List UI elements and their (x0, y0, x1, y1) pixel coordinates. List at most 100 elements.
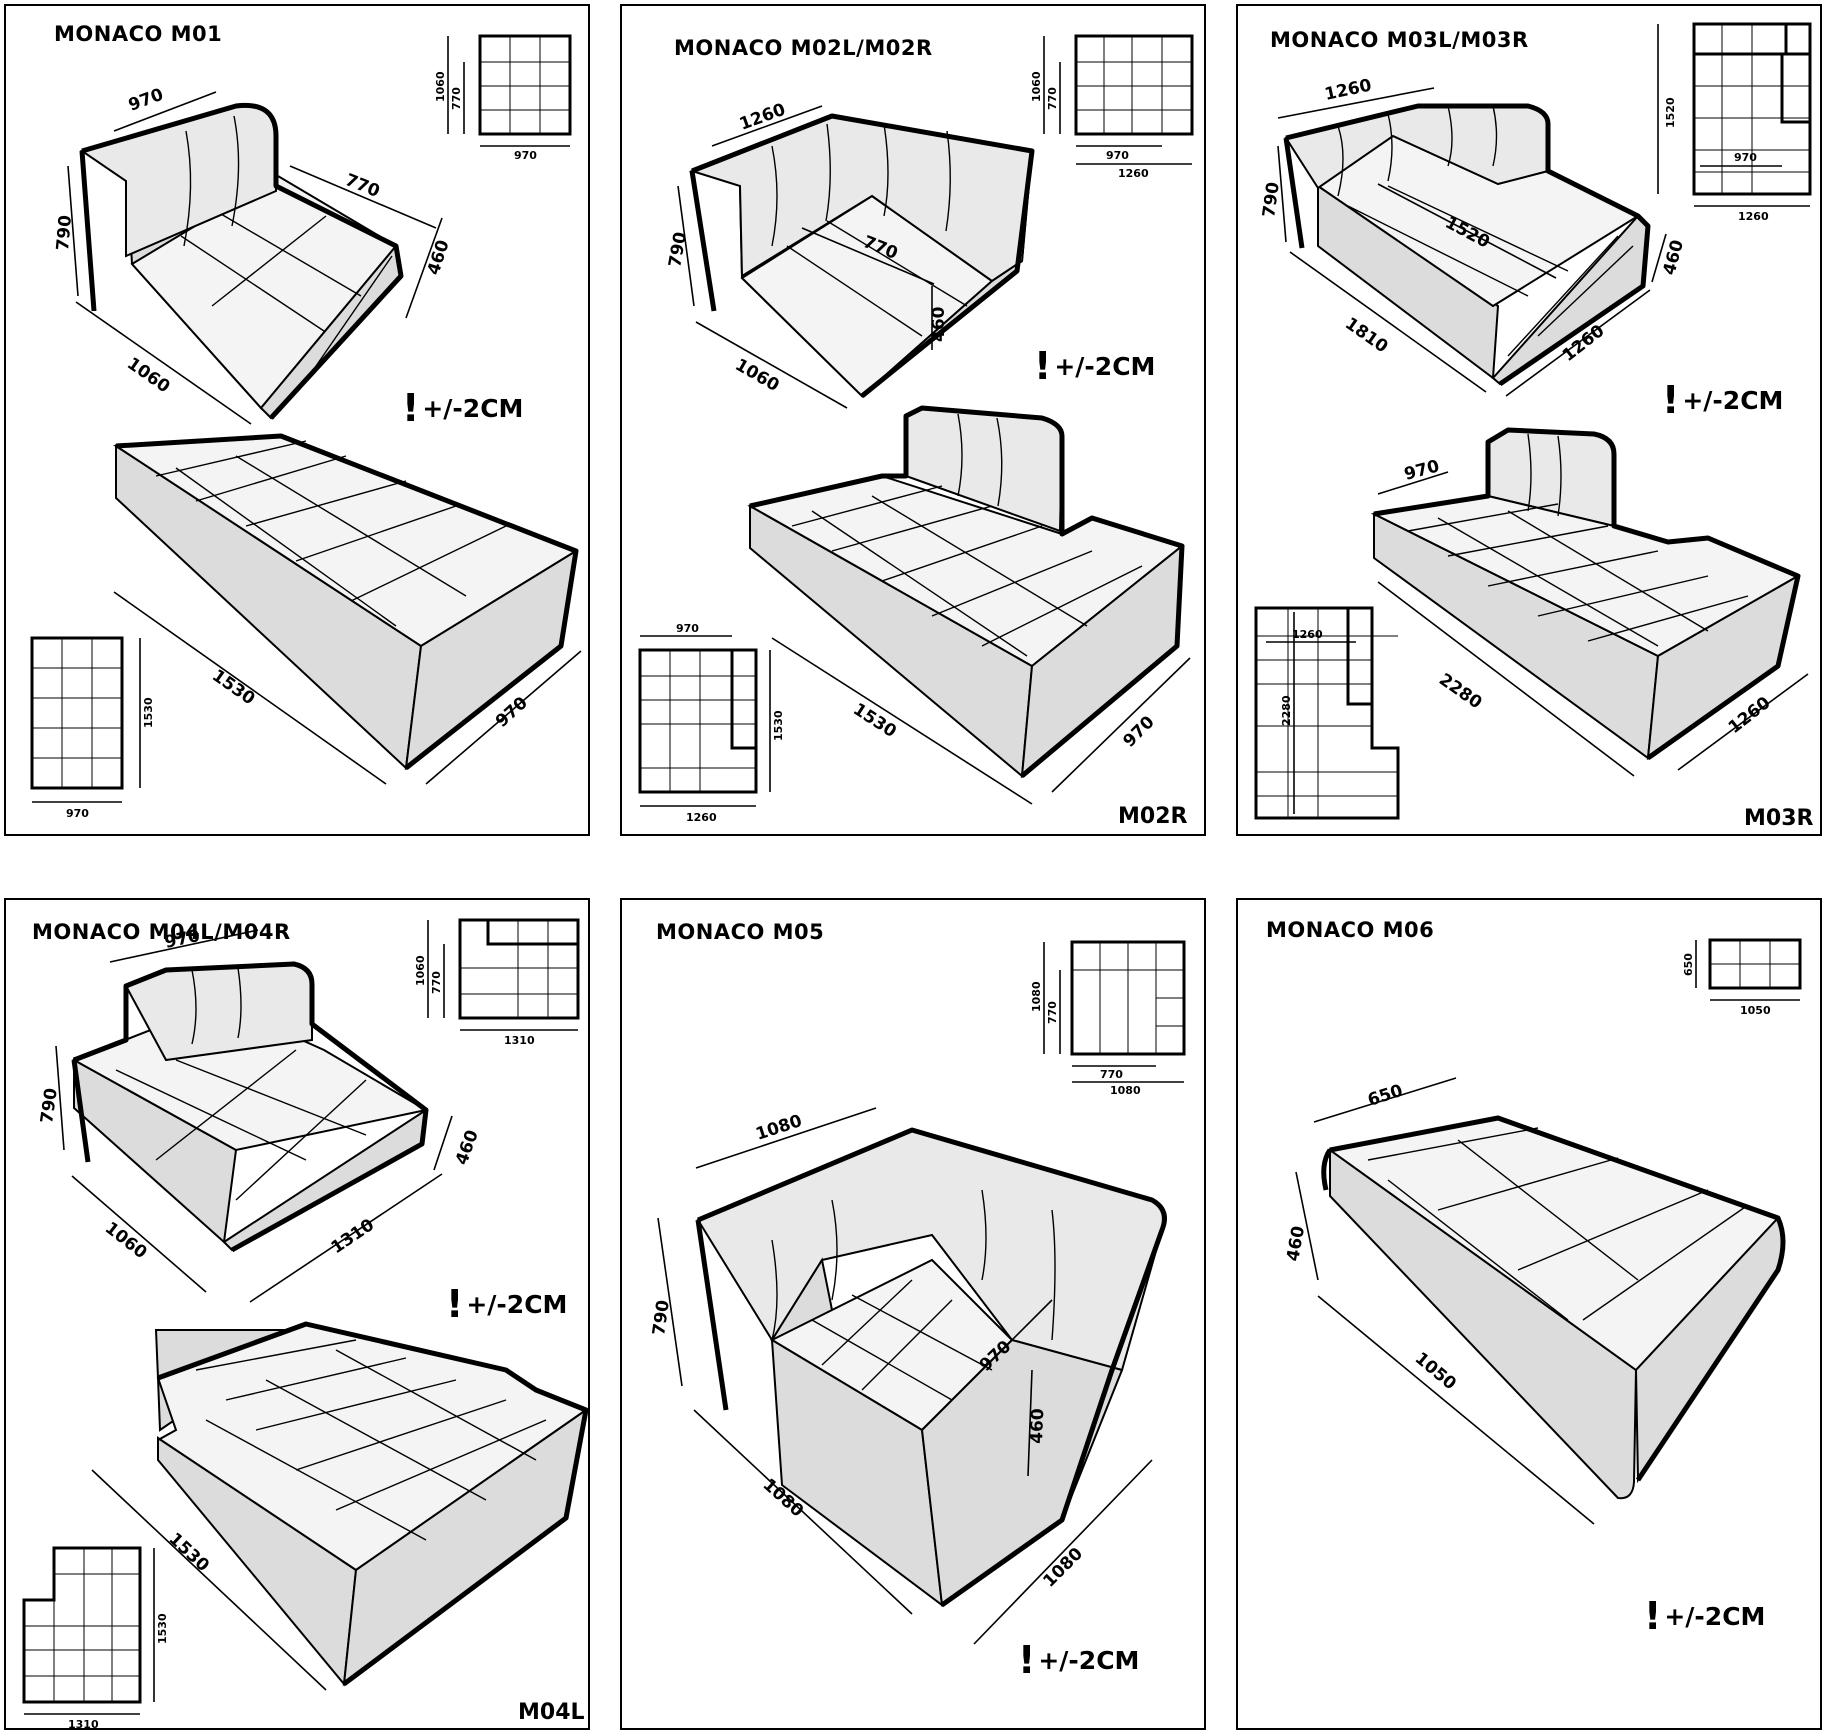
m06-drawing: 650 1050 650 460 1050 (1283, 938, 1802, 1525)
plan-bed-h: 1530 (772, 710, 785, 741)
plan-w: 970 (514, 149, 537, 162)
plan-bed-w: 1310 (68, 1718, 99, 1730)
m05-drawing: 1080 770 770 1080 1080 790 970 460 1080 … (649, 940, 1186, 1645)
dim-width: 1260 (737, 100, 788, 135)
plan-w-outer: 1260 (1118, 167, 1149, 180)
plan-bed (22, 1546, 155, 1715)
plan-top (1043, 34, 1194, 165)
plan-top (1657, 22, 1812, 207)
plan-h-outer: 1060 (1030, 71, 1043, 102)
plan-top (1043, 940, 1186, 1083)
plan-h: 650 (1682, 953, 1695, 976)
m01-drawing: 1060 770 970 970 770 790 460 1060 (30, 34, 582, 820)
plan-h: 1520 (1664, 97, 1677, 128)
plan-bed-w: 970 (66, 807, 89, 820)
dim-height: 790 (53, 214, 76, 251)
plan-bed-h: 1530 (142, 697, 155, 728)
dim-length: 1050 (1411, 1349, 1460, 1395)
dim-bed-length: 1530 (849, 699, 900, 742)
panel-title: MONACO M01 (54, 22, 223, 46)
plan-w-inner: 970 (1734, 151, 1757, 164)
tolerance-note: !+/-2CM (402, 386, 524, 430)
dim-seat-height: 460 (1027, 1408, 1048, 1444)
dim-bed-length: 1530 (208, 666, 258, 710)
dim-length: 1310 (328, 1215, 379, 1258)
plan-top (447, 34, 572, 147)
m02-iso-sofa (688, 113, 1035, 399)
panel-title: MONACO M06 (1266, 918, 1435, 942)
dim-width: 650 (1365, 1081, 1405, 1111)
plan-w-inner: 770 (1100, 1068, 1123, 1081)
dim-depth: 1810 (1341, 314, 1391, 358)
panel-m01: MONACO M01 1060 770 970 970 77 (4, 4, 590, 836)
tolerance-note: !+/-2CM (1644, 1594, 1766, 1638)
variant-label: M04L (518, 1700, 585, 1725)
dim-seat-height: 460 (424, 237, 454, 277)
plan-top (427, 918, 580, 1031)
warning-icon: ! (1018, 1638, 1036, 1682)
plan-bed-h: 1530 (156, 1613, 169, 1644)
m05-iso-sofa (695, 1127, 1167, 1608)
plan-top (1695, 938, 1802, 1001)
m04-iso-sofa (71, 961, 429, 1253)
warning-icon: ! (1644, 1594, 1662, 1638)
dim-bed-width: 970 (1119, 712, 1158, 751)
plan-h-inner: 770 (1046, 1001, 1059, 1024)
dim-height: 790 (649, 1299, 674, 1337)
m03-bed-sofa (1370, 427, 1801, 761)
panel-m02: MONACO M02L/M02R M02R 1060 770 970 1260 (620, 4, 1206, 836)
variant-label: M03R (1744, 806, 1814, 831)
m04-bed-sofa (154, 1321, 588, 1687)
dim-width: 970 (163, 926, 202, 953)
panel-m06: MONACO M06 650 1050 650 460 1050 !+/-2CM (1236, 898, 1822, 1730)
tolerance-note: !+/-2CM (1018, 1638, 1140, 1682)
m02-bed-sofa (747, 405, 1185, 779)
plan-w: 1050 (1740, 1004, 1771, 1017)
plan-w-outer: 1260 (1738, 210, 1769, 223)
plan-w: 1310 (504, 1034, 535, 1047)
plan-bed (1254, 606, 1400, 820)
dim-bed-length: 2280 (1435, 670, 1485, 714)
plan-bed-w: 1260 (1292, 628, 1323, 641)
dim-seat-height: 460 (929, 306, 949, 342)
tolerance-note: !+/-2CM (446, 1282, 568, 1326)
m06-iso-sofa (1321, 1115, 1786, 1500)
plan-bed-w-top: 970 (676, 622, 699, 635)
m03-iso-sofa (1283, 103, 1651, 387)
dim-height: 460 (1283, 1224, 1309, 1263)
tolerance-note: !+/-2CM (1034, 344, 1156, 388)
dim-height: 790 (665, 230, 691, 269)
plan-h-inner: 770 (1046, 87, 1059, 110)
dim-bed-width: 970 (1402, 456, 1442, 485)
panel-title: MONACO M05 (656, 920, 825, 944)
dim-bed-length: 1530 (165, 1529, 213, 1576)
plan-w-inner: 970 (1106, 149, 1129, 162)
dim-width: 970 (126, 85, 166, 116)
plan-bed-w-bottom: 1260 (686, 811, 717, 824)
dim-height: 790 (1259, 181, 1284, 219)
warning-icon: ! (1034, 344, 1052, 388)
dim-depth: 1060 (101, 1218, 151, 1263)
plan-h-inner: 770 (450, 87, 463, 110)
warning-icon: ! (402, 386, 420, 430)
dim-seat-height: 460 (452, 1127, 483, 1167)
plan-bed-h: 2280 (1280, 695, 1293, 726)
plan-h-inner: 770 (430, 971, 443, 994)
dim-depth: 1060 (123, 354, 173, 398)
dim-depth: 1060 (732, 355, 783, 396)
panel-m04: MONACO M04L/M04R M04L 1060 770 1310 970 (4, 898, 590, 1730)
tolerance-note: !+/-2CM (1662, 378, 1784, 422)
m01-iso-sofa (79, 102, 404, 420)
panel-title: MONACO M03L/M03R (1270, 28, 1529, 52)
m03-drawing: 970 1520 1260 1260 1520 790 460 1810 126… (1254, 22, 1812, 820)
panel-title: MONACO M02L/M02R (674, 36, 933, 60)
warning-icon: ! (446, 1282, 464, 1326)
warning-icon: ! (1662, 378, 1680, 422)
plan-h-outer: 1060 (434, 71, 447, 102)
plan-w-outer: 1080 (1110, 1084, 1141, 1097)
plan-h-outer: 1060 (414, 955, 427, 986)
panel-m03: MONACO M03L/M03R M03R 970 1520 1260 (1236, 4, 1822, 836)
plan-bed (638, 635, 771, 807)
m02-drawing: 1060 770 970 1260 1260 770 790 460 1060 (638, 34, 1194, 824)
dim-height: 790 (37, 1087, 62, 1125)
